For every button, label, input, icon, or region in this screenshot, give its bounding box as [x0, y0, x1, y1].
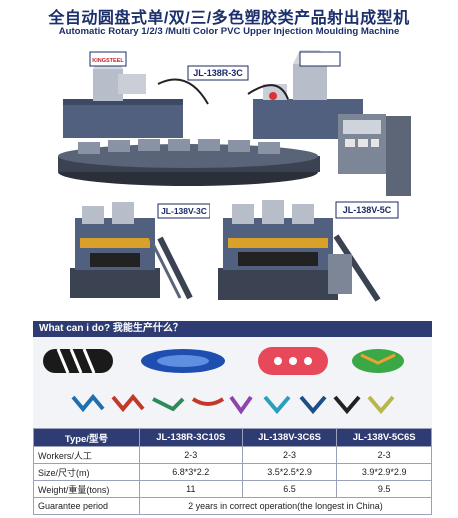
row-label-guarantee: Guarantee period [33, 497, 140, 515]
upper-8 [333, 395, 361, 415]
upper-1 [71, 393, 105, 413]
table-row: Weight/重量(tons) 11 6.5 9.5 [33, 480, 432, 498]
left-machine-label: JL-138V-3C [161, 206, 207, 216]
cell-value: 9.5 [336, 480, 432, 498]
slipper-black [43, 348, 113, 374]
cell-value: 2-3 [138, 446, 243, 464]
specs-header-model-3: JL-138V-5C6S [336, 428, 432, 447]
products-heading: What can i do? 我能生产什么？ [33, 321, 432, 337]
specs-header-row: Type/型号 JL-138R-3C10S JL-138V-3C6S JL-13… [33, 428, 432, 447]
cell-value: 6.8*3*2.2 [138, 463, 243, 481]
cell-value: 11 [138, 480, 243, 498]
slipper-green-flipflop [352, 349, 404, 373]
cell-value: 2-3 [241, 446, 338, 464]
specs-header-model-1: JL-138R-3C10S [138, 428, 243, 447]
upper-3 [152, 397, 185, 412]
brand-logo-right [299, 51, 341, 67]
left-injection-unit [63, 104, 183, 138]
specs-header-type: Type/型号 [33, 428, 140, 447]
right-machine-label-box [335, 201, 399, 219]
brand-logo-left-text: KINGSTEEL [92, 58, 124, 64]
row-label-workers: Workers/人工 [33, 446, 140, 464]
page-title: 全自动圆盘式单/双/三/多色塑胶类产品射出成型机 [48, 10, 410, 27]
upper-7 [299, 395, 327, 415]
upper-6 [263, 395, 291, 415]
slipper-pink [258, 347, 328, 375]
upper-4 [191, 397, 225, 406]
right-machine-label: JL-138V-5C [343, 205, 392, 215]
vertical-machine-left-image: JL-138V-3C [70, 202, 210, 300]
table-row: Workers/人工 2-3 2-3 2-3 [33, 446, 432, 464]
table-row: Guarantee period 2 years in correct oper… [33, 497, 433, 515]
page-subtitle: Automatic Rotary 1/2/3 /Multi Color PVC … [58, 26, 400, 37]
row-label-size: Size/尺寸(m) [33, 463, 140, 481]
brand-logo-left [89, 51, 127, 67]
upper-9 [367, 395, 395, 415]
rotary-machine-image: KINGSTEEL JL-138R-3C [58, 50, 411, 196]
specs-table: Type/型号 JL-138R-3C10S JL-138V-3C6S JL-13… [33, 428, 433, 515]
cell-value: 6.5 [241, 480, 338, 498]
cell-value: 3.9*2.9*2.9 [336, 463, 432, 481]
upper-5 [229, 395, 253, 415]
products-images [43, 347, 404, 415]
row-label-weight: Weight/重量(tons) [33, 480, 140, 498]
upper-2 [111, 393, 145, 413]
guarantee-value: 2 years in correct operation(the longest… [138, 497, 433, 515]
vertical-machine-right-image: JL-138V-5C [218, 200, 399, 302]
top-machine-label-box [187, 65, 249, 81]
specs-header-model-2: JL-138V-3C6S [241, 428, 338, 447]
top-machine-label: JL-138R-3C [193, 68, 243, 78]
cell-value: 2-3 [336, 446, 432, 464]
left-machine-label-box [157, 203, 210, 219]
slipper-blue [141, 349, 225, 373]
table-row: Size/尺寸(m) 6.8*3*2.2 3.5*2.5*2.9 3.9*2.9… [33, 463, 432, 481]
cell-value: 3.5*2.5*2.9 [241, 463, 338, 481]
